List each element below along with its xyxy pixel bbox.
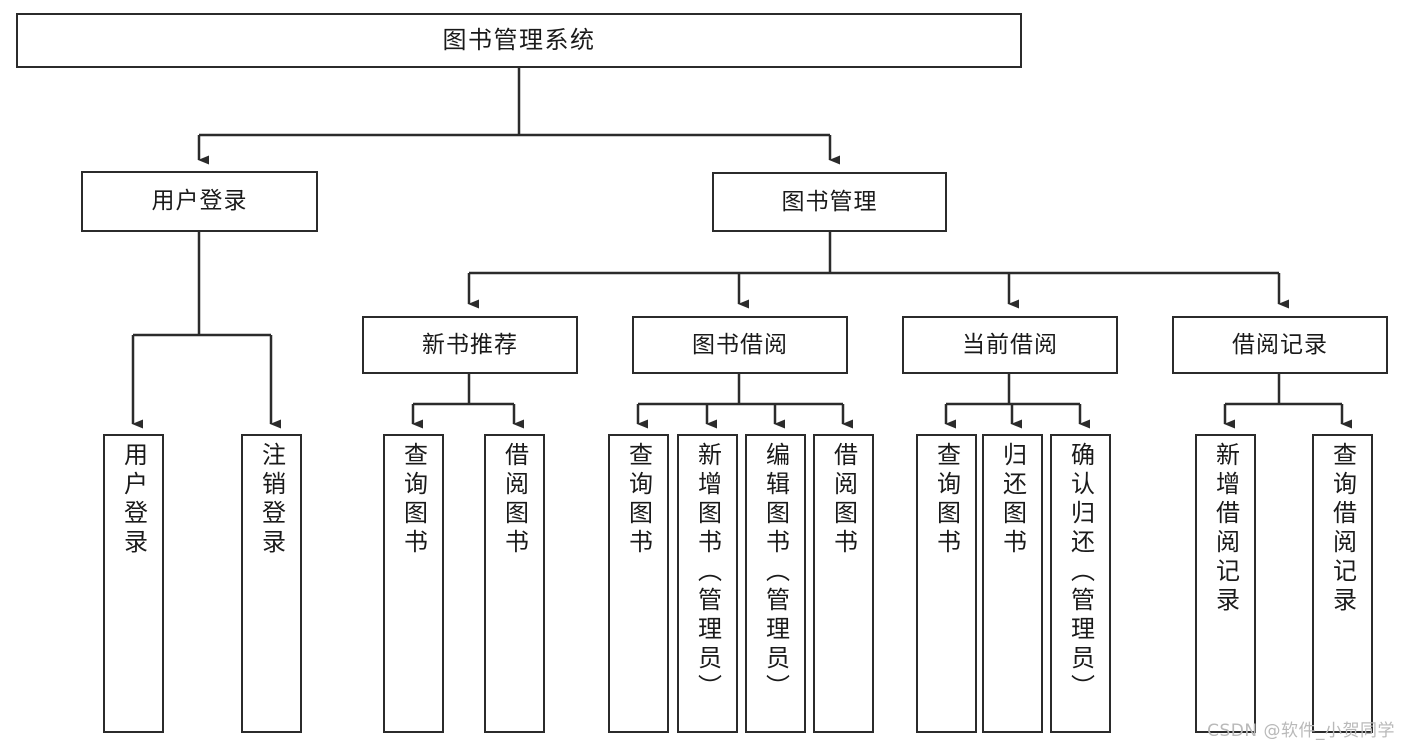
node-label: 归还图书 [998,442,1027,558]
leaf-return-book[interactable]: 归还图书 [982,434,1043,733]
node-label: 查询图书 [624,442,653,558]
node-label: 借阅图书 [829,442,858,558]
node-label: 注销登录 [257,442,286,558]
leaf-add-borrow-record[interactable]: 新增借阅记录 [1195,434,1256,733]
node-label: 图书管理系统 [442,25,596,54]
leaf-confirm-return-admin[interactable]: 确认归还（管理员） [1050,434,1111,733]
node-label: 图书借阅 [692,331,788,358]
leaf-add-book-admin[interactable]: 新增图书（管理员） [677,434,738,733]
leaf-edit-book-admin[interactable]: 编辑图书（管理员） [745,434,806,733]
node-label: 用户登录 [119,442,148,558]
leaf-borrow-book[interactable]: 借阅图书 [813,434,874,733]
node-label: 当前借阅 [962,331,1058,358]
node-label: 确认归还（管理员） [1066,442,1095,703]
node-book-management[interactable]: 图书管理 [712,172,947,232]
leaf-query-book-newbook[interactable]: 查询图书 [383,434,444,733]
node-label: 用户登录 [151,188,248,215]
node-label: 查询图书 [399,442,428,558]
node-new-book-recommend[interactable]: 新书推荐 [362,316,578,374]
node-current-borrow[interactable]: 当前借阅 [902,316,1118,374]
node-book-borrow[interactable]: 图书借阅 [632,316,848,374]
leaf-query-borrow-record[interactable]: 查询借阅记录 [1312,434,1373,733]
node-label: 新书推荐 [422,331,518,358]
leaf-query-book-current[interactable]: 查询图书 [916,434,977,733]
node-user-login[interactable]: 用户登录 [81,171,318,232]
node-label: 查询图书 [932,442,961,558]
node-label: 新增借阅记录 [1211,442,1240,616]
node-label: 借阅记录 [1232,331,1328,358]
node-label: 编辑图书（管理员） [761,442,790,703]
csdn-watermark: CSDN @软件_小贺同学 [1207,721,1395,741]
leaf-borrow-book-newbook[interactable]: 借阅图书 [484,434,545,733]
node-borrow-record[interactable]: 借阅记录 [1172,316,1388,374]
node-label: 借阅图书 [500,442,529,558]
node-label: 图书管理 [781,188,878,215]
leaf-query-book-borrow[interactable]: 查询图书 [608,434,669,733]
node-label: 新增图书（管理员） [693,442,722,703]
node-root-system[interactable]: 图书管理系统 [16,13,1022,68]
leaf-user-login[interactable]: 用户登录 [103,434,164,733]
leaf-logout[interactable]: 注销登录 [241,434,302,733]
node-label: 查询借阅记录 [1328,442,1357,616]
